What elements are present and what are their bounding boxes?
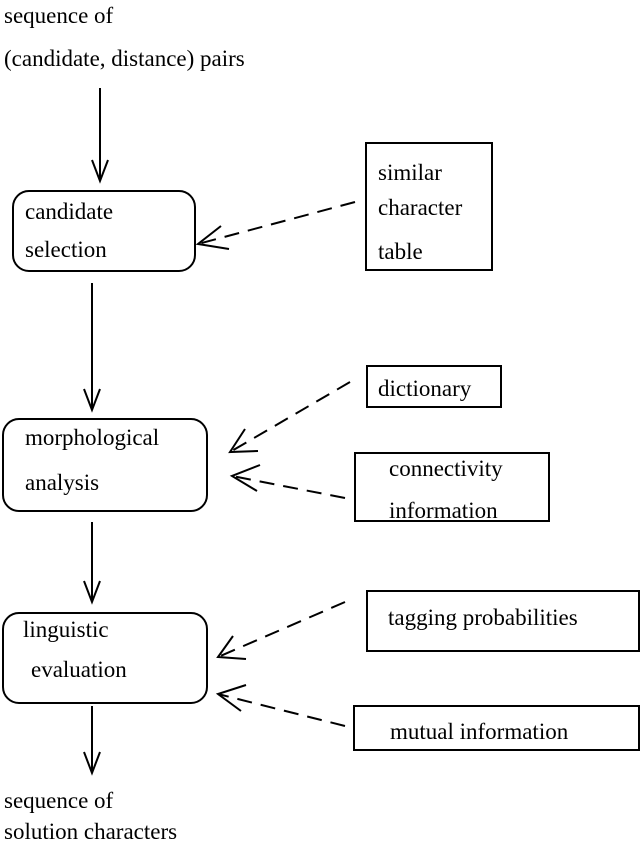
input-label-line2: (candidate, distance) pairs bbox=[4, 46, 245, 71]
tagging-probabilities-box: tagging probabilities bbox=[366, 590, 640, 652]
output-label-line1: sequence of bbox=[4, 788, 114, 813]
flow-arrow-morphology-to-linguistic bbox=[83, 522, 101, 605]
tagging-probabilities-label: tagging probabilities bbox=[388, 605, 578, 630]
input-label-line1: sequence of bbox=[4, 3, 114, 28]
candidate-selection-line2: selection bbox=[25, 237, 107, 262]
dashed-arrow-mutual-information bbox=[215, 684, 346, 727]
connectivity-information-line1: connectivity bbox=[389, 456, 503, 481]
mutual-information-box: mutual information bbox=[353, 705, 640, 751]
dashed-arrow-connectivity bbox=[229, 464, 346, 499]
connectivity-information-line2: information bbox=[389, 498, 498, 523]
candidate-selection-line1: candidate bbox=[25, 199, 114, 224]
flow-arrow-input-to-selection bbox=[91, 88, 109, 184]
similar-character-table-line2: character bbox=[378, 195, 463, 220]
similar-character-table-line1: similar bbox=[378, 160, 442, 185]
flow-arrow-linguistic-to-output bbox=[83, 706, 101, 776]
similar-character-table-line3: table bbox=[378, 239, 423, 264]
dashed-arrow-dictionary bbox=[228, 381, 351, 454]
morphological-analysis-box: morphological analysis bbox=[2, 418, 208, 512]
mutual-information-label: mutual information bbox=[390, 719, 569, 744]
dictionary-label: dictionary bbox=[378, 376, 472, 401]
candidate-selection-box: candidate selection bbox=[12, 190, 196, 272]
dashed-arrow-tagging bbox=[216, 601, 346, 660]
flow-arrow-selection-to-morphology bbox=[83, 283, 101, 413]
linguistic-evaluation-box: linguistic evaluation bbox=[2, 612, 208, 704]
morphological-analysis-line1: morphological bbox=[25, 425, 160, 450]
dictionary-box: dictionary bbox=[366, 365, 502, 408]
linguistic-evaluation-line2: evaluation bbox=[31, 657, 127, 682]
output-label-line2: solution characters bbox=[4, 819, 178, 844]
morphological-analysis-line2: analysis bbox=[25, 470, 100, 495]
similar-character-table-box: similar character table bbox=[365, 142, 493, 271]
linguistic-evaluation-line1: linguistic bbox=[23, 617, 109, 642]
dashed-arrow-similar-table bbox=[195, 201, 356, 250]
connectivity-information-box: connectivity information bbox=[354, 452, 550, 522]
